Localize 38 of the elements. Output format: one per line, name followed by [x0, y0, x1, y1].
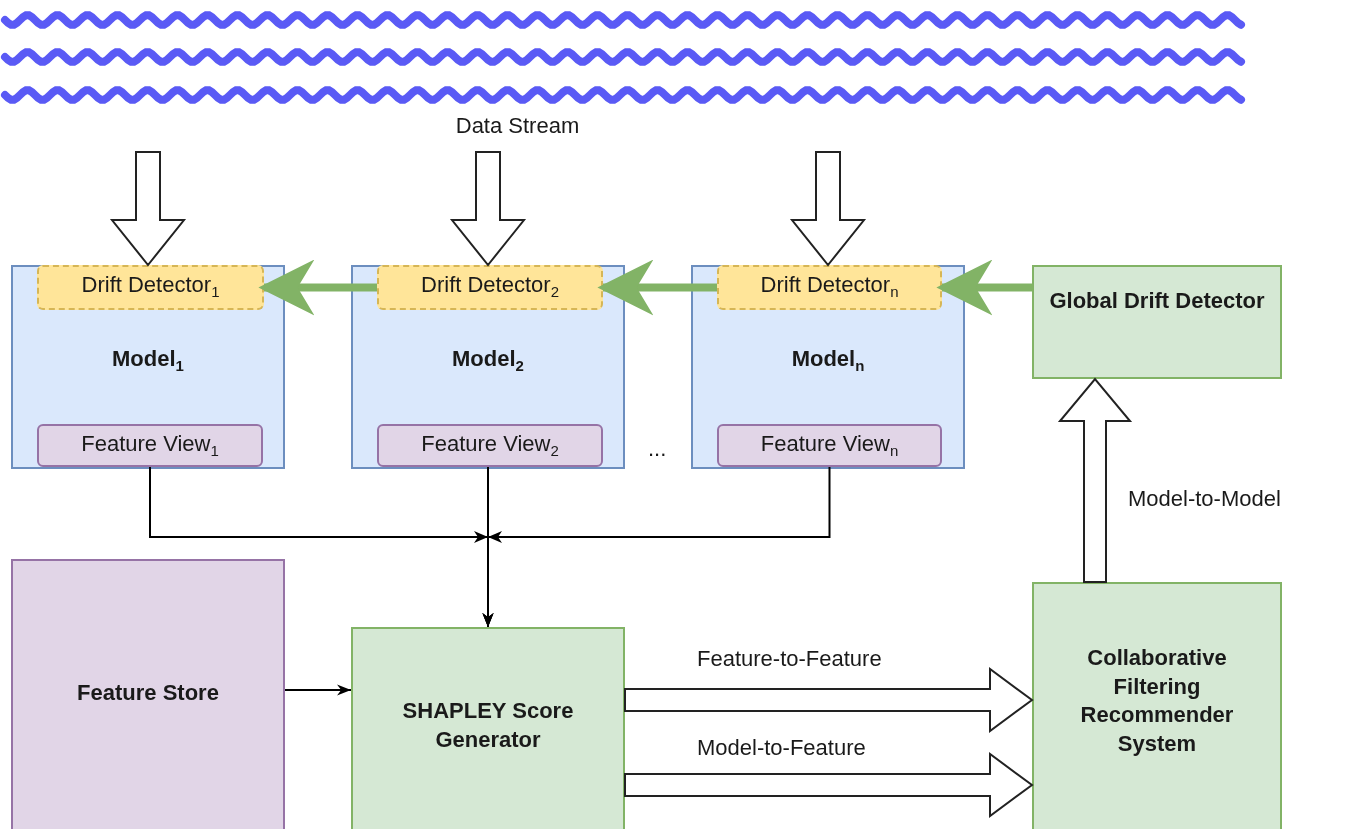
box-label: Feature Store: [76, 679, 220, 707]
block-arrow: [109, 151, 187, 267]
model-title: Model$_{2}$: [451, 345, 525, 376]
arrow: [936, 259, 1032, 316]
arrow: [482, 466, 831, 628]
box-label: Feature View$_{2}$: [420, 430, 560, 461]
box-label: Drift Detector$_{n}$: [759, 271, 900, 302]
arrow: [597, 259, 717, 316]
drift-detector-box: [717, 265, 942, 310]
box-label: Drift Detector$_{1}$: [80, 271, 221, 302]
drift-detector-box: [377, 265, 603, 310]
feature-view-box: [717, 424, 942, 467]
model-box: [691, 265, 965, 469]
feature-view-box: [37, 424, 263, 467]
arrow: [258, 259, 377, 316]
box-label: Feature View$_{1}$: [80, 430, 220, 461]
box-label: Collaborative Filtering Recommender System: [1079, 644, 1235, 758]
model-title: Model$_{1}$: [111, 345, 185, 376]
stream-label: Data Stream: [454, 112, 581, 140]
block-arrow: [789, 151, 867, 267]
block-arrow: [449, 151, 527, 267]
model-box: [11, 265, 285, 469]
box-label: Feature View$_{n}$: [759, 430, 900, 461]
drift-detector-box: [37, 265, 264, 310]
process-box: [351, 627, 625, 829]
arrow: [284, 684, 352, 696]
block-arrow: [624, 752, 1034, 818]
model-box: [351, 265, 625, 469]
feature-store-box: [11, 559, 285, 829]
box-label: Global Drift Detector: [1048, 287, 1266, 315]
block-arrow: [1057, 377, 1133, 583]
box-label: SHAPLEY Score Generator: [401, 697, 575, 754]
process-box: [1032, 582, 1282, 829]
box-label: Drift Detector$_{2}$: [420, 271, 560, 302]
process-box: [1032, 265, 1282, 379]
model-title: Model$_{n}$: [790, 345, 866, 376]
feature-view-box: [377, 424, 603, 467]
block-arrow: [624, 667, 1034, 733]
